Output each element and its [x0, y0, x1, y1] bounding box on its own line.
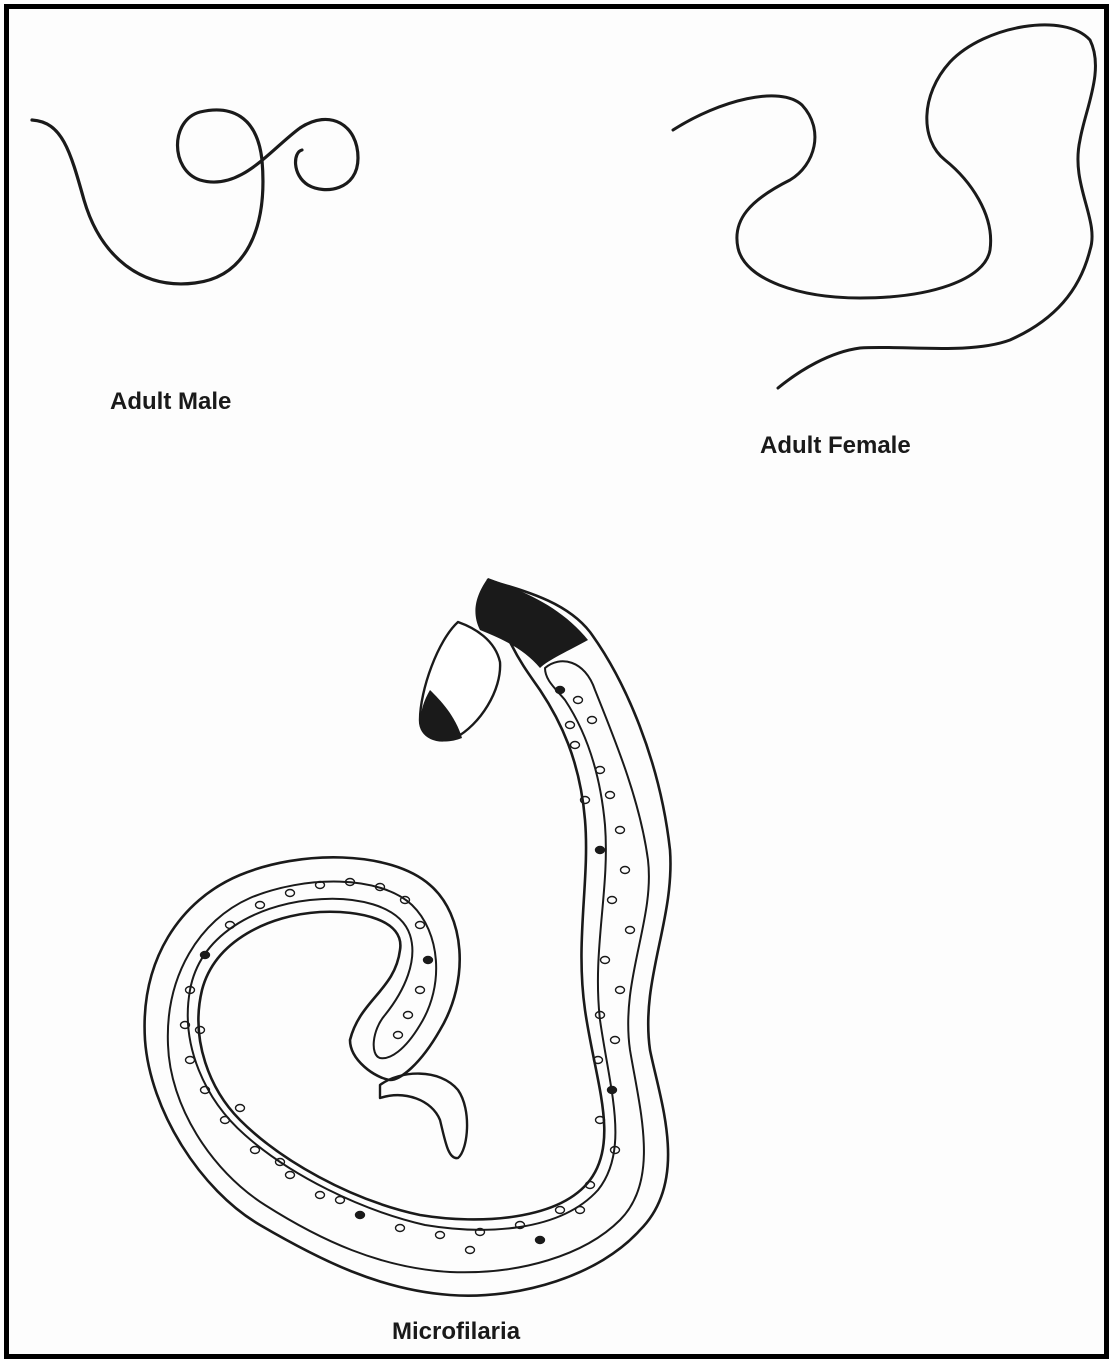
nucleus	[611, 1037, 620, 1044]
microfilaria-tail	[380, 1074, 467, 1159]
microfilaria-body	[168, 661, 649, 1272]
nucleus	[424, 957, 433, 964]
microfilaria-label: Microfilaria	[392, 1318, 520, 1346]
nucleus	[286, 1172, 295, 1179]
nucleus	[201, 952, 210, 959]
nucleus	[186, 1057, 195, 1064]
nucleus	[596, 847, 605, 854]
nucleus	[588, 717, 597, 724]
adult-male-worm	[32, 110, 358, 284]
nucleus	[251, 1147, 260, 1154]
microfilaria-nuclei	[181, 687, 635, 1254]
nucleus	[576, 1207, 585, 1214]
nucleus	[256, 902, 265, 909]
adult-female-label: Adult Female	[760, 432, 911, 460]
nucleus	[394, 1032, 403, 1039]
nucleus	[316, 1192, 325, 1199]
nucleus	[536, 1237, 545, 1244]
nucleus	[601, 957, 610, 964]
nucleus	[416, 922, 425, 929]
nucleus	[221, 1117, 230, 1124]
nucleus	[556, 1207, 565, 1214]
nucleus	[356, 1212, 365, 1219]
nucleus	[566, 722, 575, 729]
nucleus	[436, 1232, 445, 1239]
nucleus	[606, 792, 615, 799]
nucleus	[608, 1087, 617, 1094]
nucleus	[556, 687, 565, 694]
nucleus	[616, 987, 625, 994]
nucleus	[286, 890, 295, 897]
nucleus	[621, 867, 630, 874]
nucleus	[571, 742, 580, 749]
nucleus	[574, 697, 583, 704]
nucleus	[396, 1225, 405, 1232]
nucleus	[404, 1012, 413, 1019]
nucleus	[336, 1197, 345, 1204]
nucleus	[416, 987, 425, 994]
nucleus	[608, 897, 617, 904]
nucleus	[236, 1105, 245, 1112]
adult-female-worm	[673, 25, 1095, 388]
nucleus	[626, 927, 635, 934]
nucleus	[466, 1247, 475, 1254]
adult-male-label: Adult Male	[110, 388, 231, 416]
nucleus	[226, 922, 235, 929]
nucleus	[616, 827, 625, 834]
nucleus	[596, 767, 605, 774]
